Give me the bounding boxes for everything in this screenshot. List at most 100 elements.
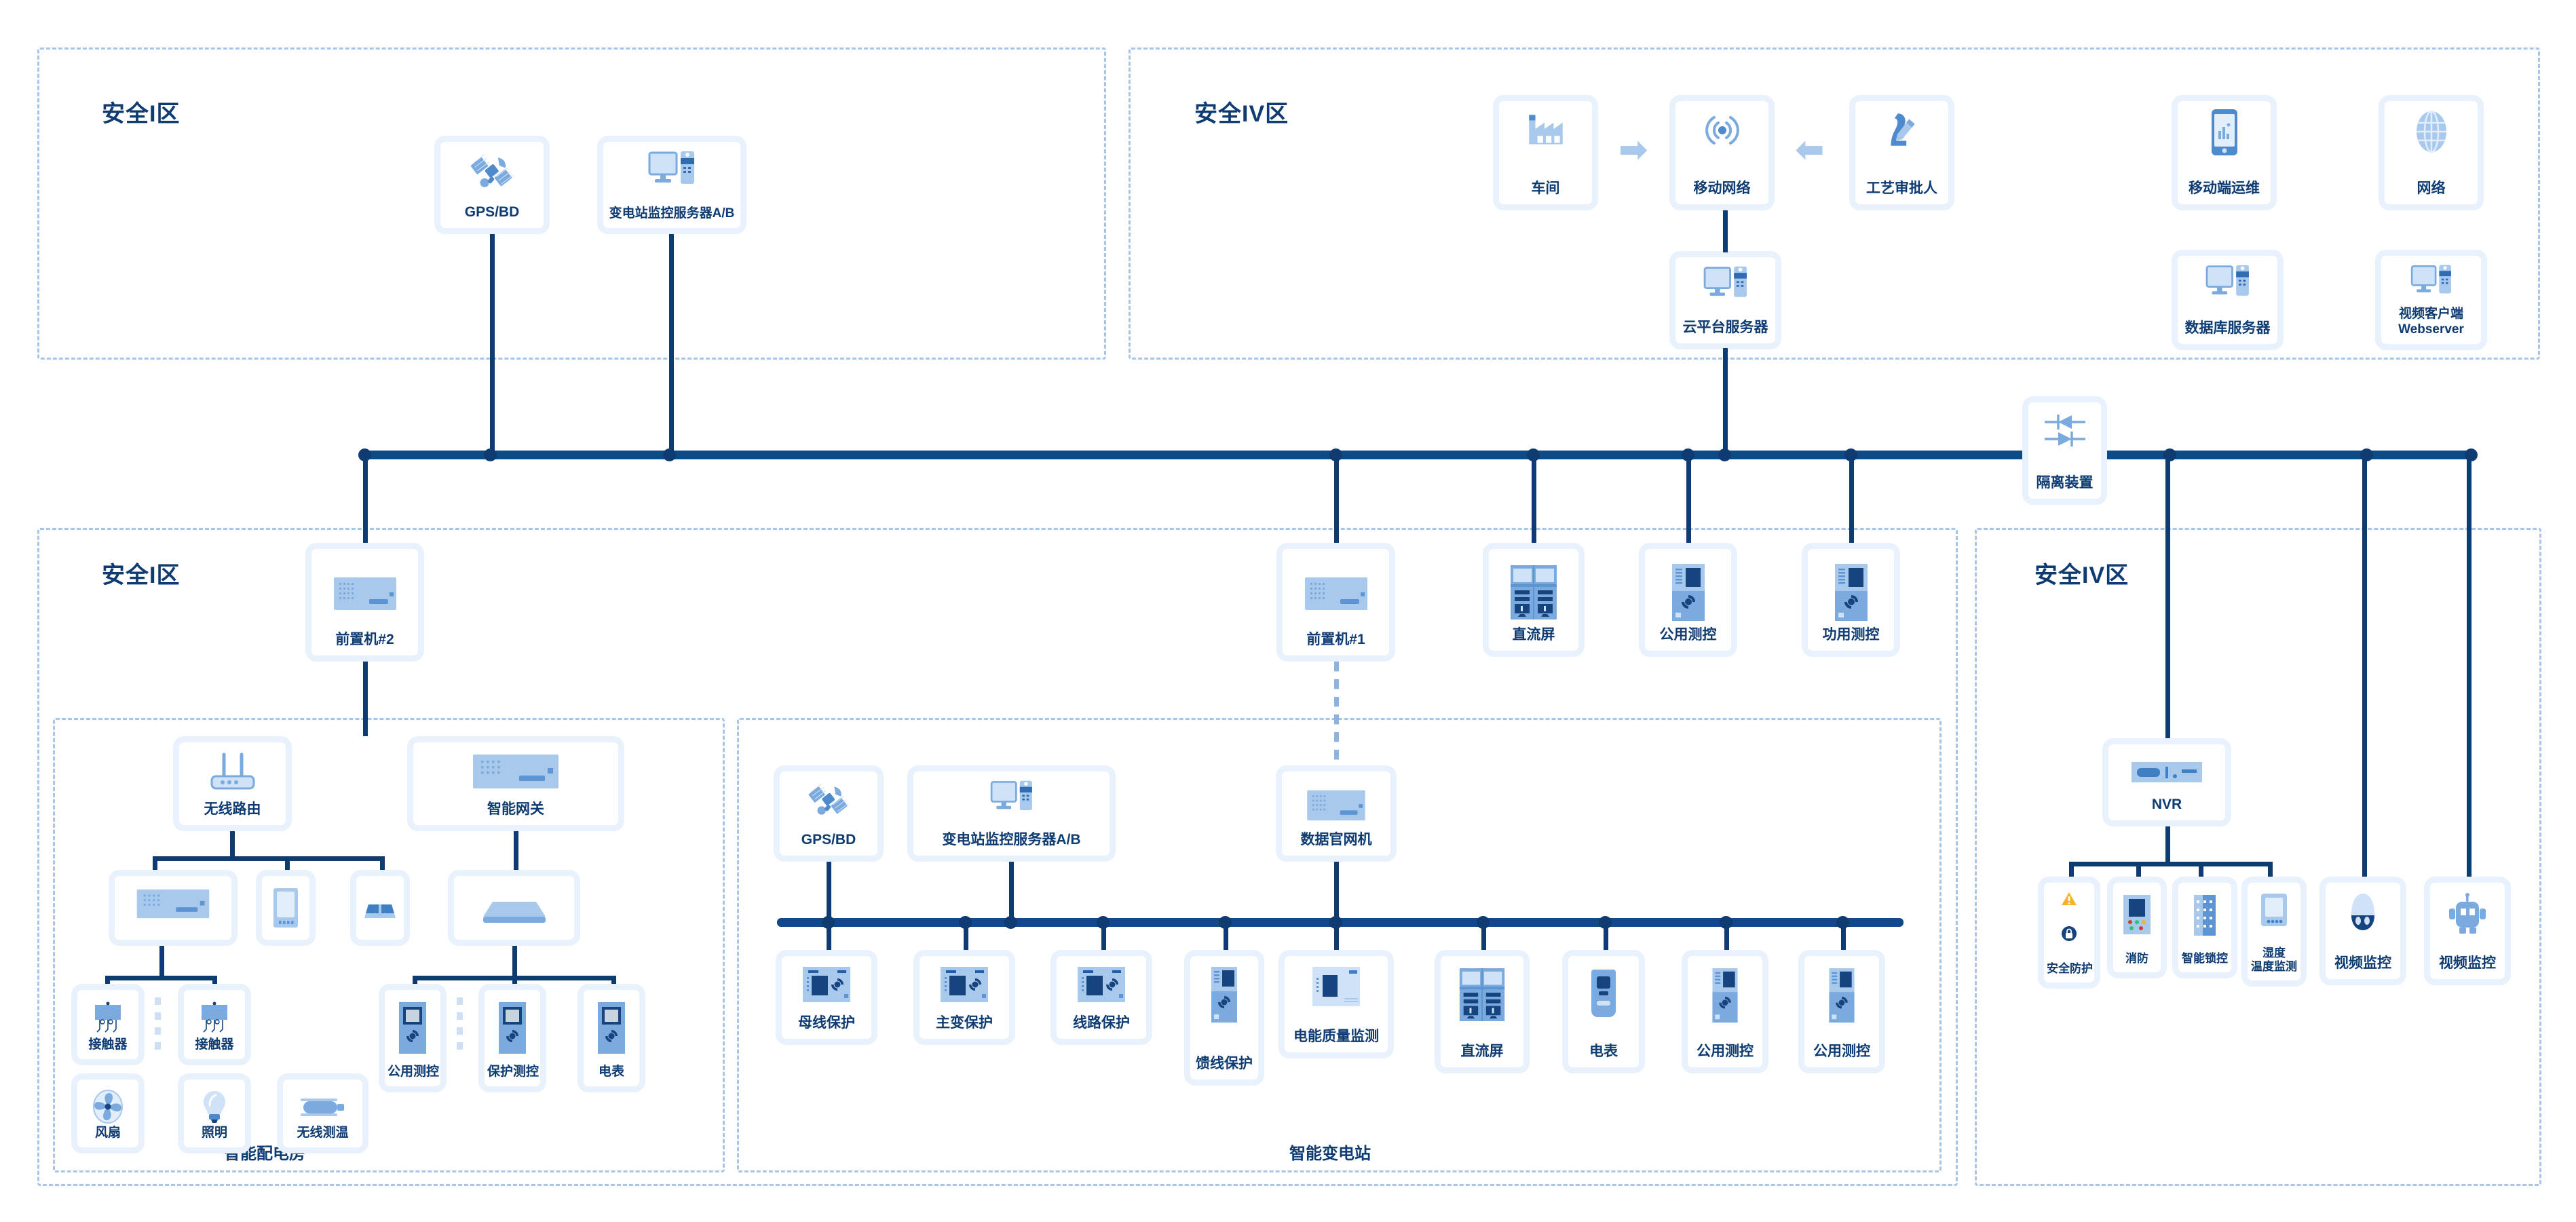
main-backbone-bus — [363, 451, 2470, 459]
wire-to-fire-panel — [2136, 862, 2141, 885]
robot-camera-icon — [2447, 892, 2488, 937]
device-card-line-protection[interactable]: 线路保护 — [1050, 950, 1152, 1045]
device-card-meter-sub[interactable]: 电表 — [1562, 950, 1645, 1073]
workstation-icon — [2203, 263, 2253, 303]
device-card-wireless-router[interactable]: 无线路由 — [173, 736, 292, 831]
dc-panel-icon — [1507, 564, 1561, 621]
wire-bus-to-front-end-2 — [363, 455, 368, 543]
device-card-video-client-webserver[interactable]: 视频客户端 Webserver — [2375, 250, 2487, 350]
device-card-public-measure-control-sub-1[interactable]: 公用测控 — [1682, 950, 1768, 1073]
wire-bus-to-video-camera-2 — [2467, 455, 2471, 885]
server-box-icon — [333, 575, 398, 613]
device-label: 母线保护 — [798, 1015, 855, 1031]
device-label: 无线测温 — [297, 1125, 349, 1140]
wire-bus-to-front-end-1 — [1334, 455, 1339, 543]
gateway-icon — [136, 887, 210, 921]
workstation-icon — [1701, 264, 1751, 305]
device-card-fan[interactable]: 风扇 — [71, 1073, 145, 1153]
device-card-sensor-module[interactable] — [350, 870, 410, 946]
device-card-bus-protection[interactable]: 母线保护 — [776, 950, 877, 1045]
contactor-icon — [196, 1001, 233, 1033]
substation-bus-node — [1477, 916, 1490, 929]
device-card-front-end-machine-1[interactable]: 前置机#1 — [1276, 543, 1395, 662]
device-card-function-measure-control-mid[interactable]: 功用测控 — [1802, 543, 1900, 657]
device-card-nvr[interactable]: NVR — [2102, 738, 2231, 826]
smart-lock-icon — [2191, 894, 2218, 937]
device-card-humidity-temperature-monitor[interactable]: 湿度 温度监测 — [2241, 877, 2307, 987]
device-card-mobile-network[interactable]: 移动网络 — [1669, 95, 1775, 210]
substation-bus-node — [1599, 916, 1612, 929]
device-card-substation-monitor-server-sub[interactable]: 变电站监控服务器A/B — [907, 765, 1116, 862]
device-card-public-measure-control-sub-2[interactable]: 公用测控 — [1798, 950, 1885, 1073]
device-card-front-end-machine-2[interactable]: 前置机#2 — [305, 543, 424, 662]
device-card-smart-lock-control[interactable]: 智能锁控 — [2172, 877, 2237, 978]
device-card-gps-bd-substation[interactable]: GPS/BD — [774, 765, 884, 862]
device-card-process-approver[interactable]: 工艺审批人 — [1849, 95, 1954, 210]
device-card-power-quality-monitor[interactable]: 电能质量监测 — [1278, 950, 1394, 1058]
bus-node — [1718, 448, 1731, 461]
device-card-video-surveillance-robot[interactable]: 视频监控 — [2424, 877, 2511, 985]
zone-bottom-left — [37, 528, 1958, 1186]
wire-nvr-down — [2165, 826, 2170, 863]
factory-icon — [1523, 108, 1568, 153]
wireless-temp-icon — [299, 1096, 347, 1119]
humidity-temp-icon — [2259, 892, 2289, 928]
device-card-contactor-2[interactable]: 接触器 — [178, 984, 251, 1065]
device-card-network[interactable]: 网络 — [2379, 95, 2484, 210]
device-label: 变电站监控服务器A/B — [609, 206, 735, 221]
device-label: 云平台服务器 — [1682, 320, 1768, 336]
wire-bus-to-main-transformer-protection — [964, 923, 968, 957]
measure-control-icon — [1832, 562, 1871, 622]
bus-node — [663, 448, 676, 461]
workstation-icon — [987, 778, 1037, 818]
zone-top-left-label: 安全I区 — [102, 101, 181, 127]
arrow-right-icon: ➡ — [1618, 130, 1648, 170]
device-card-dc-panel-sub[interactable]: 直流屏 — [1435, 950, 1530, 1073]
device-card-main-transformer-protection[interactable]: 主变保护 — [913, 950, 1015, 1045]
device-card-gps-bd-top[interactable]: GPS/BD — [434, 136, 550, 234]
device-card-protection-measure-control-pr[interactable]: 保护测控 — [478, 984, 546, 1092]
device-card-data-official-network-machine[interactable]: 数据官网机 — [1276, 765, 1397, 862]
device-card-gateway-secondary[interactable] — [109, 870, 238, 946]
inner-zone-substation — [737, 718, 1942, 1172]
device-label: 接触器 — [88, 1037, 128, 1052]
protection-relay-icon — [1076, 966, 1127, 1004]
substation-bus-node — [1097, 916, 1110, 929]
wire-server-sub-to-bus — [1009, 862, 1014, 920]
device-card-slab-device[interactable] — [448, 870, 580, 946]
wire-gps-sub-to-bus — [827, 862, 831, 920]
device-label: 变电站监控服务器A/B — [942, 832, 1081, 848]
workstation-icon — [647, 149, 697, 192]
device-card-dc-panel-mid[interactable]: 直流屏 — [1483, 543, 1585, 657]
measure-control-icon — [1826, 967, 1857, 1024]
device-label: 功用测控 — [1822, 627, 1880, 643]
device-card-workshop[interactable]: 车间 — [1493, 95, 1598, 210]
device-label: 电能质量监测 — [1293, 1029, 1379, 1045]
device-card-database-server[interactable]: 数据库服务器 — [2172, 250, 2284, 350]
bus-node — [484, 448, 497, 461]
device-card-mobile-ops[interactable]: 移动端运维 — [2172, 95, 2277, 210]
device-label: 视频监控 — [2439, 955, 2496, 972]
zone-top-right-label: 安全IV区 — [1194, 101, 1289, 127]
wire-cloud-to-bus — [1723, 348, 1728, 455]
device-card-feeder-protection[interactable]: 馈线保护 — [1184, 950, 1264, 1086]
device-card-lighting[interactable]: 照明 — [178, 1073, 251, 1153]
device-label: 隔离装置 — [2036, 475, 2094, 491]
device-card-contactor-1[interactable]: 接触器 — [71, 984, 145, 1065]
device-card-security-protection[interactable]: 防入侵 门禁 安全防护 — [2038, 877, 2100, 989]
device-label: 智能锁控 — [2182, 951, 2228, 965]
device-card-wireless-temperature[interactable]: 无线测温 — [277, 1073, 368, 1153]
device-card-public-measure-control-mid[interactable]: 公用测控 — [1639, 543, 1737, 657]
device-card-smart-gateway[interactable]: 智能网关 — [407, 736, 624, 831]
device-card-meter-pr[interactable]: 电表 — [577, 984, 645, 1092]
device-card-public-measure-control-pr[interactable]: 公用测控 — [379, 984, 447, 1092]
device-card-video-surveillance-dome[interactable]: 视频监控 — [2319, 877, 2406, 985]
device-card-substation-monitor-server-top[interactable]: 变电站监控服务器A/B — [597, 136, 746, 234]
device-card-cloud-platform-server[interactable]: 云平台服务器 — [1669, 251, 1781, 349]
device-card-tablet-terminal[interactable] — [256, 870, 316, 946]
substation-bus-node — [959, 916, 972, 929]
device-card-fire-panel[interactable]: 消防 — [2107, 877, 2167, 978]
substation-bus-node — [1836, 916, 1849, 929]
device-card-isolation[interactable]: 隔离装置 — [2022, 396, 2107, 505]
